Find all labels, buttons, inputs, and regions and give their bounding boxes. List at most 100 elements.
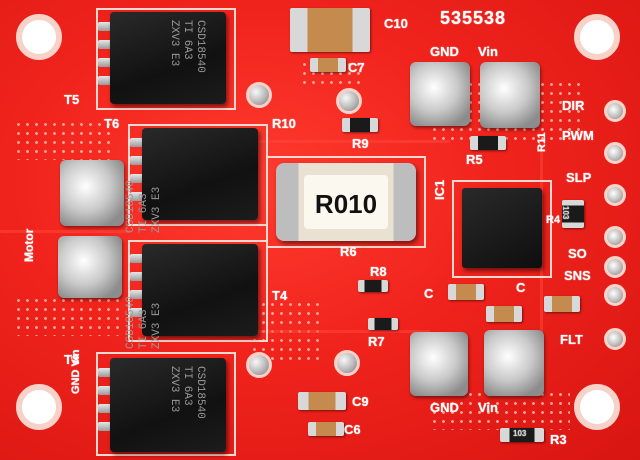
t4-marking: CSD18540 TI 6A3 ZXV3 E3 [125, 296, 163, 349]
capacitor-c9 [298, 392, 346, 410]
t6-marking: CSD18540 TI 6A3 ZXV3 E3 [125, 180, 163, 233]
t4-pin [130, 308, 144, 317]
resistor-r8 [358, 280, 388, 292]
test-point [334, 350, 360, 376]
header-label-slp: SLP [566, 170, 592, 185]
t5-pin [98, 22, 112, 31]
t5-pin [98, 40, 112, 49]
mosfet-t5: CSD18540 TI 6A3 ZXV3 E3 [110, 12, 226, 104]
gnd-bottom-label: GND [430, 400, 459, 415]
board-id-label: 535538 [440, 8, 507, 28]
ic1-label: IC1 [432, 179, 447, 200]
t5-pin [98, 58, 112, 67]
c6-label: C6 [344, 422, 361, 437]
c-left-label: C [424, 286, 434, 301]
header-label-pwm: PWM [562, 128, 594, 143]
resistor-code-2: 103 [513, 429, 527, 438]
t3-pin [98, 386, 112, 395]
mosfet-t3: CSD18540 TI 6A3 ZXV3 E3 [110, 358, 226, 452]
vin-top-label: Vin [478, 44, 498, 59]
resistor-code-1: 103 [561, 206, 570, 220]
t5-pin [98, 76, 112, 85]
r3-label: R3 [550, 432, 567, 447]
r5-label: R5 [466, 152, 483, 167]
t4-pin [130, 272, 144, 281]
r8-label: R8 [370, 264, 387, 279]
shunt-resistor-r6: R010 [276, 163, 416, 241]
via-field [14, 120, 114, 160]
header-pin-extra [604, 256, 626, 278]
mounting-hole-top-left [16, 14, 62, 60]
resistor-r9 [342, 118, 378, 132]
t4-pin [130, 254, 144, 263]
test-point [246, 82, 272, 108]
capacitor-c6 [308, 422, 344, 436]
copper-trace [250, 140, 450, 143]
t5-label: T5 [64, 92, 80, 107]
t6-pin [130, 174, 144, 183]
t3-outline [96, 352, 236, 456]
t4-pin [130, 290, 144, 299]
via-field [14, 296, 124, 336]
capacitor-near-ic-2 [486, 306, 522, 322]
header-pin-dir [604, 100, 626, 122]
header-label-dir: DIR [562, 98, 585, 113]
header-label-flt: FLT [560, 332, 583, 347]
r11-label: R11 [536, 132, 548, 152]
gnd-vin-side-label: GND Vin [70, 349, 82, 394]
t5-marking: CSD18540 TI 6A3 ZXV3 E3 [168, 20, 206, 73]
mounting-hole-bottom-right [574, 384, 620, 430]
t6-pin [130, 192, 144, 201]
gnd-bottom-pad [410, 332, 468, 396]
c9-label: C9 [352, 394, 369, 409]
mounting-hole-bottom-left [16, 384, 62, 430]
vin-top-pad [480, 62, 540, 128]
resistor-r3 [500, 428, 544, 442]
resistor-r4 [562, 200, 584, 228]
resistor-r5 [470, 136, 506, 150]
shunt-marking: R010 [314, 189, 378, 219]
header-pin-pwm [604, 142, 626, 164]
test-point [246, 352, 272, 378]
capacitor-c7 [310, 58, 346, 72]
capacitor-near-ic-1 [448, 284, 484, 300]
ic1-outline [452, 180, 552, 278]
t4-outline [128, 240, 268, 342]
c10-label: C10 [384, 16, 408, 31]
r6-outline [266, 156, 426, 248]
vin-bottom-pad [484, 330, 544, 396]
header-label-so: SO [568, 246, 587, 261]
r6-label: R6 [340, 244, 357, 259]
c-right-label: C [516, 280, 526, 295]
t6-label: T6 [104, 116, 120, 131]
mosfet-t4: CSD18540 TI 6A3 ZXV3 E3 [125, 244, 258, 349]
t3-pin [98, 422, 112, 431]
r7-label: R7 [368, 334, 385, 349]
header-pin-slp [604, 184, 626, 206]
t4-label: T4 [272, 288, 288, 303]
t6-pin [130, 156, 144, 165]
t3-label: T3 [64, 352, 80, 367]
t6-pin [130, 138, 144, 147]
resistor-r7 [368, 318, 398, 330]
copper-trace [250, 330, 430, 333]
motor-pad-a [60, 160, 124, 226]
capacitor-c10 [290, 8, 370, 52]
test-point [336, 88, 362, 114]
t3-marking: CSD18540 TI 6A3 ZXV3 E3 [168, 366, 206, 419]
t3-pin [98, 404, 112, 413]
copper-trace [0, 230, 130, 233]
vin-bottom-label: Vin [478, 400, 498, 415]
motor-label: Motor [22, 228, 36, 262]
gnd-top-label: GND [430, 44, 459, 59]
mosfet-t6: CSD18540 TI 6A3 ZXV3 E3 [125, 128, 258, 233]
shunt-body: R010 [304, 175, 388, 229]
t5-outline [96, 8, 236, 110]
via-field [430, 390, 570, 430]
capacitor-near-ic-3 [544, 296, 580, 312]
r4-label: R4 [546, 214, 561, 226]
r9-label: R9 [352, 136, 369, 151]
motor-pad-b [58, 236, 122, 298]
driver-ic1 [462, 188, 542, 268]
